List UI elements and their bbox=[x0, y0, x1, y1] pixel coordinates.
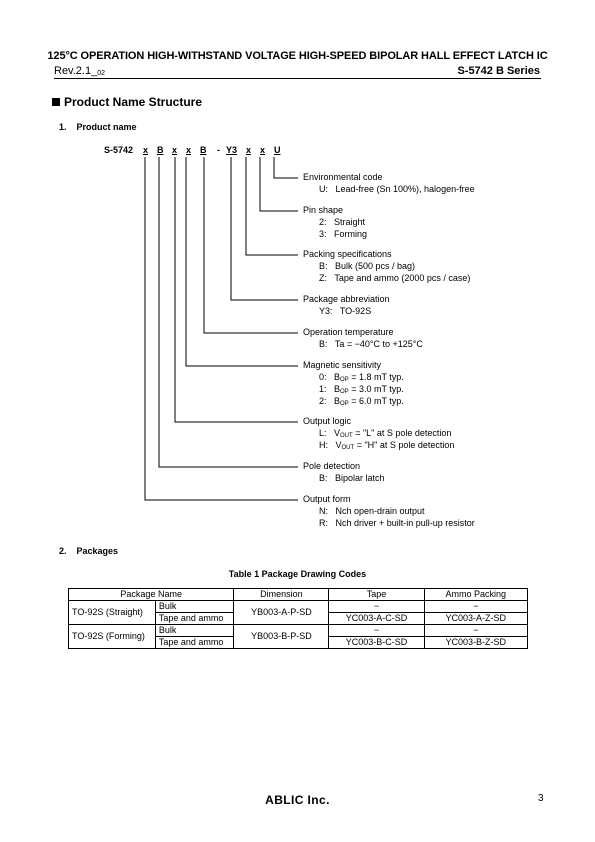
group-item: U: Lead-free (Sn 100%), halogen-free bbox=[319, 184, 475, 194]
page-number: 3 bbox=[538, 793, 544, 804]
group-item: 2: Straight bbox=[319, 217, 366, 227]
table-cell: YC003-A-Z-SD bbox=[423, 612, 529, 625]
table-header-cell: Package Name bbox=[67, 588, 235, 601]
product-name-char: B bbox=[157, 145, 164, 155]
group-item: N: Nch open-drain output bbox=[319, 506, 425, 516]
table-header-cell: Tape bbox=[328, 588, 425, 601]
product-name-prefix: S-5742 bbox=[104, 145, 134, 155]
group-item: L: VOUT = "L" at S pole detection bbox=[319, 428, 452, 439]
connector-line bbox=[259, 157, 298, 212]
group-item: 2: BOP = 6.0 mT typ. bbox=[319, 396, 404, 407]
product-name-char: Y3 bbox=[226, 145, 238, 155]
table-caption: Table 1 Package Drawing Codes bbox=[228, 569, 367, 579]
header-rule bbox=[54, 78, 541, 79]
product-name-char: x bbox=[260, 145, 266, 155]
connector-line bbox=[174, 157, 298, 423]
table-cell: − bbox=[423, 624, 529, 637]
table-cell: Bulk bbox=[154, 600, 235, 613]
product-name-char: - bbox=[217, 145, 220, 155]
table-cell: − bbox=[328, 600, 425, 613]
group-item: 0: BOP = 1.8 mT typ. bbox=[319, 372, 404, 383]
group-label: Pole detection bbox=[303, 461, 361, 471]
table-cell: − bbox=[423, 600, 529, 613]
connector-line bbox=[203, 157, 298, 334]
table-header-cell: Ammo Packing bbox=[423, 588, 529, 601]
group-item: B: Bulk (500 pcs / bag) bbox=[319, 261, 416, 271]
product-name-char: x bbox=[172, 145, 178, 155]
table-header-cell: Dimension bbox=[233, 588, 330, 601]
table-cell: YC003-B-C-SD bbox=[328, 636, 425, 649]
table-cell: YB003-B-P-SD bbox=[233, 624, 330, 649]
table-cell: YB003-A-P-SD bbox=[233, 600, 330, 625]
connector-line bbox=[185, 157, 298, 367]
group-item: 1: BOP = 3.0 mT typ. bbox=[319, 384, 404, 395]
group-item: R: Nch driver + built-in pull-up resisto… bbox=[319, 518, 475, 528]
section-title: Product Name Structure bbox=[52, 95, 202, 109]
product-name-char: B bbox=[200, 145, 207, 155]
group-label: Magnetic sensitivity bbox=[303, 360, 382, 370]
product-name-char: U bbox=[274, 145, 281, 155]
table-cell: Tape and ammo bbox=[154, 636, 235, 649]
connector-line bbox=[144, 157, 298, 501]
revision-label: Rev.2.1_02 bbox=[54, 65, 106, 77]
table-cell: Bulk bbox=[154, 624, 235, 637]
connector-line bbox=[245, 157, 298, 256]
group-label: Environmental code bbox=[303, 172, 383, 182]
company-logo: ABLIC Inc. bbox=[265, 793, 330, 807]
square-bullet-icon bbox=[52, 98, 60, 106]
table-cell: − bbox=[328, 624, 425, 637]
group-label: Packing specifications bbox=[303, 249, 392, 259]
table-cell: TO-92S (Straight) bbox=[68, 600, 156, 625]
subsection-product-name: 1. Product name bbox=[59, 122, 137, 132]
group-label: Package abbreviation bbox=[303, 294, 390, 304]
group-item: H: VOUT = "H" at S pole detection bbox=[319, 440, 455, 451]
connector-line bbox=[230, 157, 298, 301]
series-name: S-5742 B Series bbox=[457, 65, 540, 77]
product-name-char: x bbox=[186, 145, 192, 155]
group-item: Y3: TO-92S bbox=[319, 306, 372, 316]
group-label: Output form bbox=[303, 494, 351, 504]
product-name-char: x bbox=[246, 145, 252, 155]
group-label: Output logic bbox=[303, 416, 352, 426]
group-item: 3: Forming bbox=[319, 229, 368, 239]
subsection-packages: 2. Packages bbox=[59, 546, 119, 556]
group-item: Z: Tape and ammo (2000 pcs / case) bbox=[319, 273, 471, 283]
connector-line bbox=[273, 157, 298, 179]
table-cell: YC003-B-Z-SD bbox=[423, 636, 529, 649]
group-label: Operation temperature bbox=[303, 327, 394, 337]
table-cell: YC003-A-C-SD bbox=[328, 612, 425, 625]
table-cell: Tape and ammo bbox=[154, 612, 235, 625]
group-item: B: Ta = −40°C to +125°C bbox=[319, 339, 423, 349]
product-name-char: x bbox=[143, 145, 149, 155]
document-title: 125°C OPERATION HIGH-WITHSTAND VOLTAGE H… bbox=[47, 50, 548, 62]
group-label: Pin shape bbox=[303, 205, 344, 215]
connector-line bbox=[158, 157, 298, 468]
table-cell: TO-92S (Forming) bbox=[68, 624, 156, 649]
group-item: B: Bipolar latch bbox=[319, 473, 385, 483]
